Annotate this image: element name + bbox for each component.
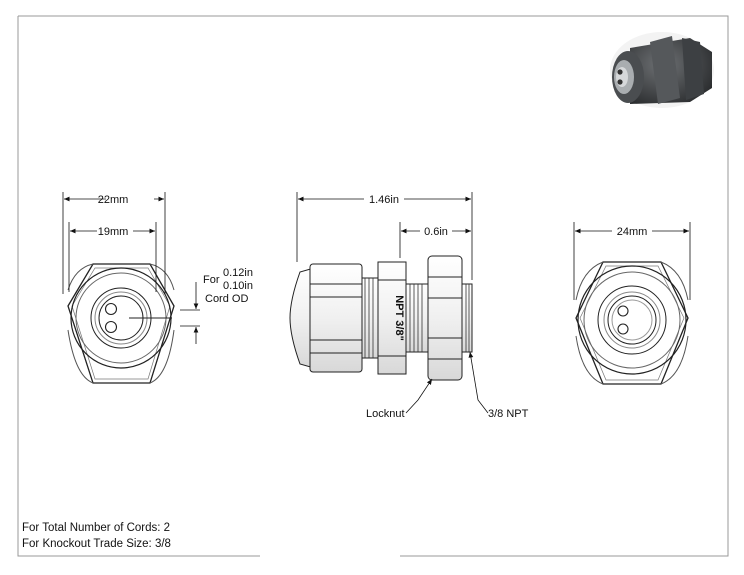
dim-thread-length: 0.6in: [424, 226, 448, 238]
side-view: [289, 255, 473, 381]
note-total-cords: For Total Number of Cords: 2: [22, 522, 171, 534]
isometric-thumbnail: [610, 32, 714, 108]
front-view: [67, 263, 175, 384]
callout-thread: 3/8 NPT: [488, 408, 529, 420]
cord-od-for-label: For: [203, 274, 220, 286]
dim-overall-length: 1.46in: [369, 194, 399, 206]
note-knockout-size: For Knockout Trade Size: 3/8: [22, 538, 171, 550]
side-dimensions: [296, 192, 489, 414]
dim-locknut-width: 24mm: [617, 226, 648, 238]
thread-ridges: [364, 278, 470, 358]
cord-od-min: 0.10in: [223, 280, 253, 292]
cord-od-max: 0.12in: [223, 267, 253, 279]
dim-inner-width: 19mm: [98, 226, 129, 238]
cord-od-label: Cord OD: [205, 293, 248, 305]
callout-locknut: Locknut: [366, 408, 405, 420]
drawing-frame: [17, 15, 729, 557]
rear-view: [575, 261, 689, 385]
body-marking: NPT 3/8": [393, 295, 405, 341]
dim-outer-width: 22mm: [98, 194, 129, 206]
